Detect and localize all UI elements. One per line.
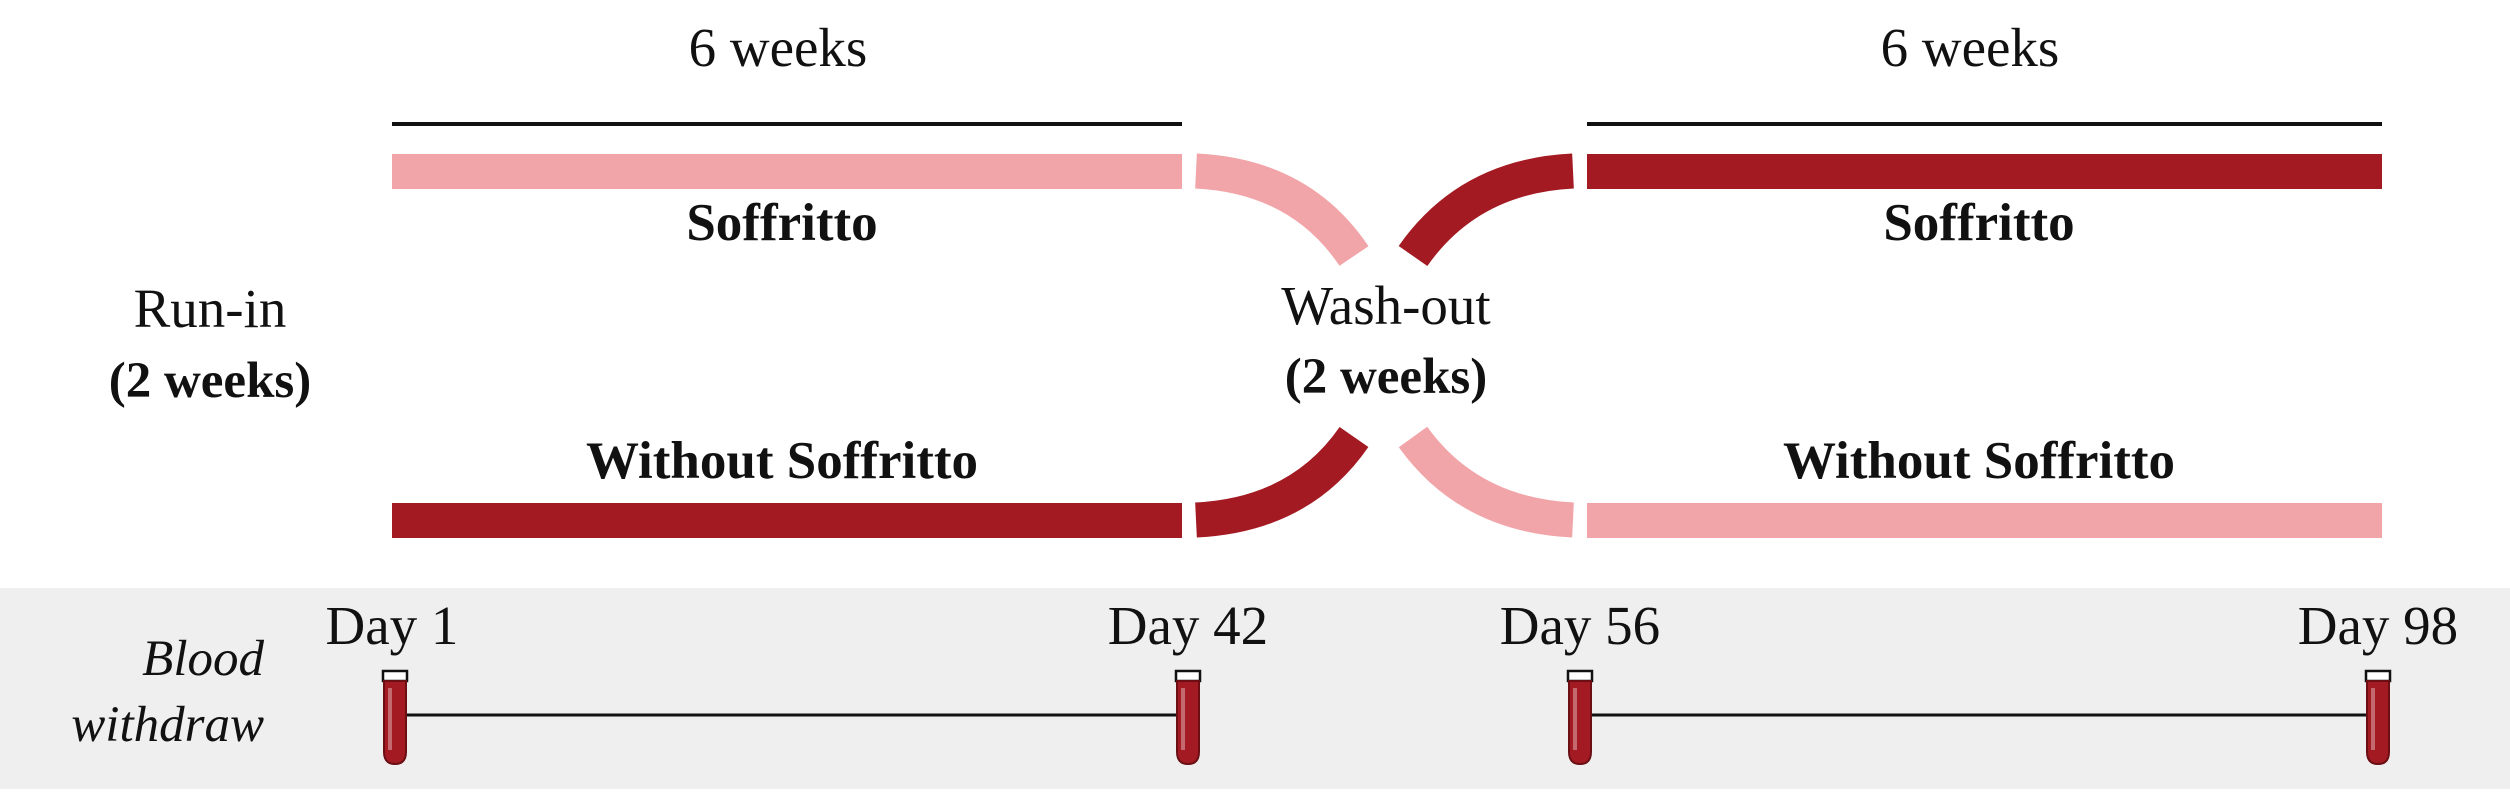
arm-label-without-soffritto-period1: Without Soffritto	[586, 432, 978, 490]
blood-tube-icon	[1174, 669, 1202, 766]
washout-duration-label: (2 weeks)	[1285, 349, 1488, 405]
arm-label-without-soffritto-period2: Without Soffritto	[1783, 432, 2175, 490]
washout-label: Wash-out	[1281, 275, 1490, 336]
blood-withdraw-label-line1: Blood	[142, 631, 264, 687]
runin-label: Run-in	[134, 278, 287, 339]
period1-duration-label: 6 weeks	[689, 17, 868, 78]
soffritto-bar-period1	[392, 154, 1182, 189]
without-soffritto-bar-period2	[1587, 503, 2382, 538]
day-label-98: Day 98	[2298, 595, 2458, 656]
blood-withdraw-panel	[0, 588, 2510, 789]
arm-label-soffritto-period1: Soffritto	[686, 194, 877, 252]
blood-tube-icon	[1566, 669, 1594, 766]
washout-connector-lower-right	[1398, 426, 1575, 538]
period2-duration-label: 6 weeks	[1881, 17, 2060, 78]
arm-label-soffritto-period2: Soffritto	[1883, 194, 2074, 252]
day-label-1: Day 1	[326, 595, 459, 656]
blood-tube-icon	[2364, 669, 2392, 766]
day-label-42: Day 42	[1108, 595, 1268, 656]
blood-withdraw-label-line2: withdraw	[71, 697, 264, 753]
washout-connector-upper-right	[1398, 153, 1575, 267]
day-label-56: Day 56	[1500, 595, 1660, 656]
soffritto-bar-period2	[1587, 154, 2382, 189]
without-soffritto-bar-period1	[392, 503, 1182, 538]
blood-tube-icon	[381, 669, 409, 766]
washout-connector-upper-left	[1194, 153, 1369, 267]
washout-connector-lower-left	[1194, 426, 1369, 538]
runin-duration-label: (2 weeks)	[109, 353, 312, 409]
